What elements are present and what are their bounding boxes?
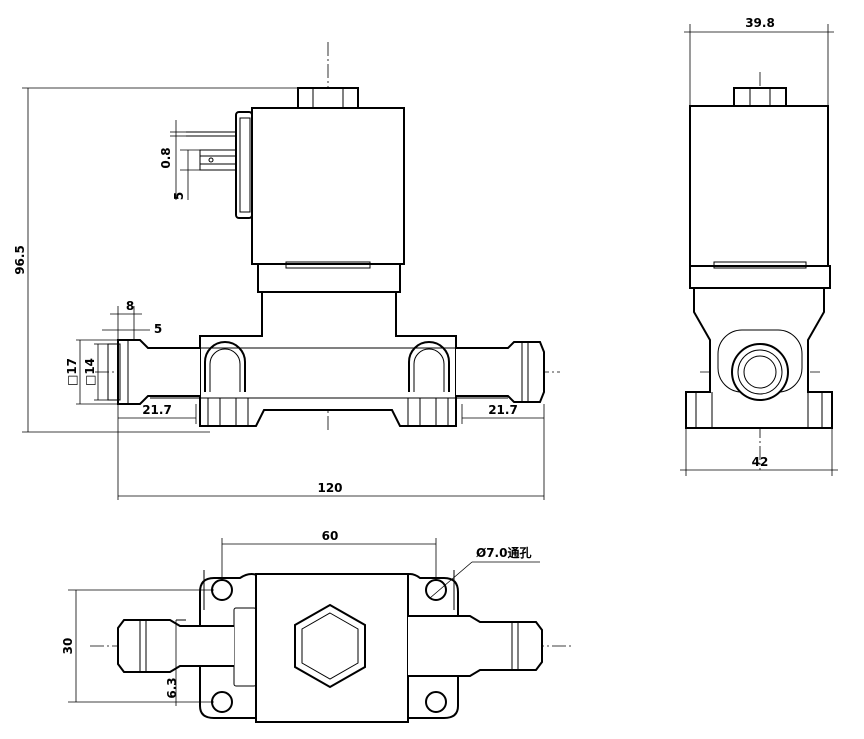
- dim-coil-width: 39.8: [745, 16, 775, 30]
- top-view: 60 Ø7.0通孔 30 6.3: [61, 529, 572, 723]
- dim-mount-hole-spacing: 60: [322, 529, 339, 543]
- dim-barb-right: 21.7: [488, 403, 518, 417]
- dim-pin-thickness: 0.8: [159, 147, 173, 168]
- dim-pin-offset: 6.3: [165, 677, 179, 698]
- front-view: 0.8 5 96.5: [13, 42, 560, 500]
- dim-pin-width: 5: [172, 192, 186, 200]
- dim-fitting-square-outer: □17: [65, 358, 79, 386]
- side-view: 39.8 42: [680, 16, 838, 476]
- dim-fitting-length: 8: [126, 299, 134, 313]
- dim-base-width: 42: [752, 455, 769, 469]
- dim-mount-hole-label: Ø7.0通孔: [476, 545, 531, 560]
- dim-barb-left: 21.7: [142, 403, 172, 417]
- dim-fitting-square-inner: □14: [83, 358, 97, 386]
- dim-base-depth: 30: [61, 638, 75, 655]
- dim-height-total: 96.5: [13, 245, 27, 275]
- dim-fitting-step: 5: [154, 322, 162, 336]
- dim-overall-length: 120: [317, 481, 342, 495]
